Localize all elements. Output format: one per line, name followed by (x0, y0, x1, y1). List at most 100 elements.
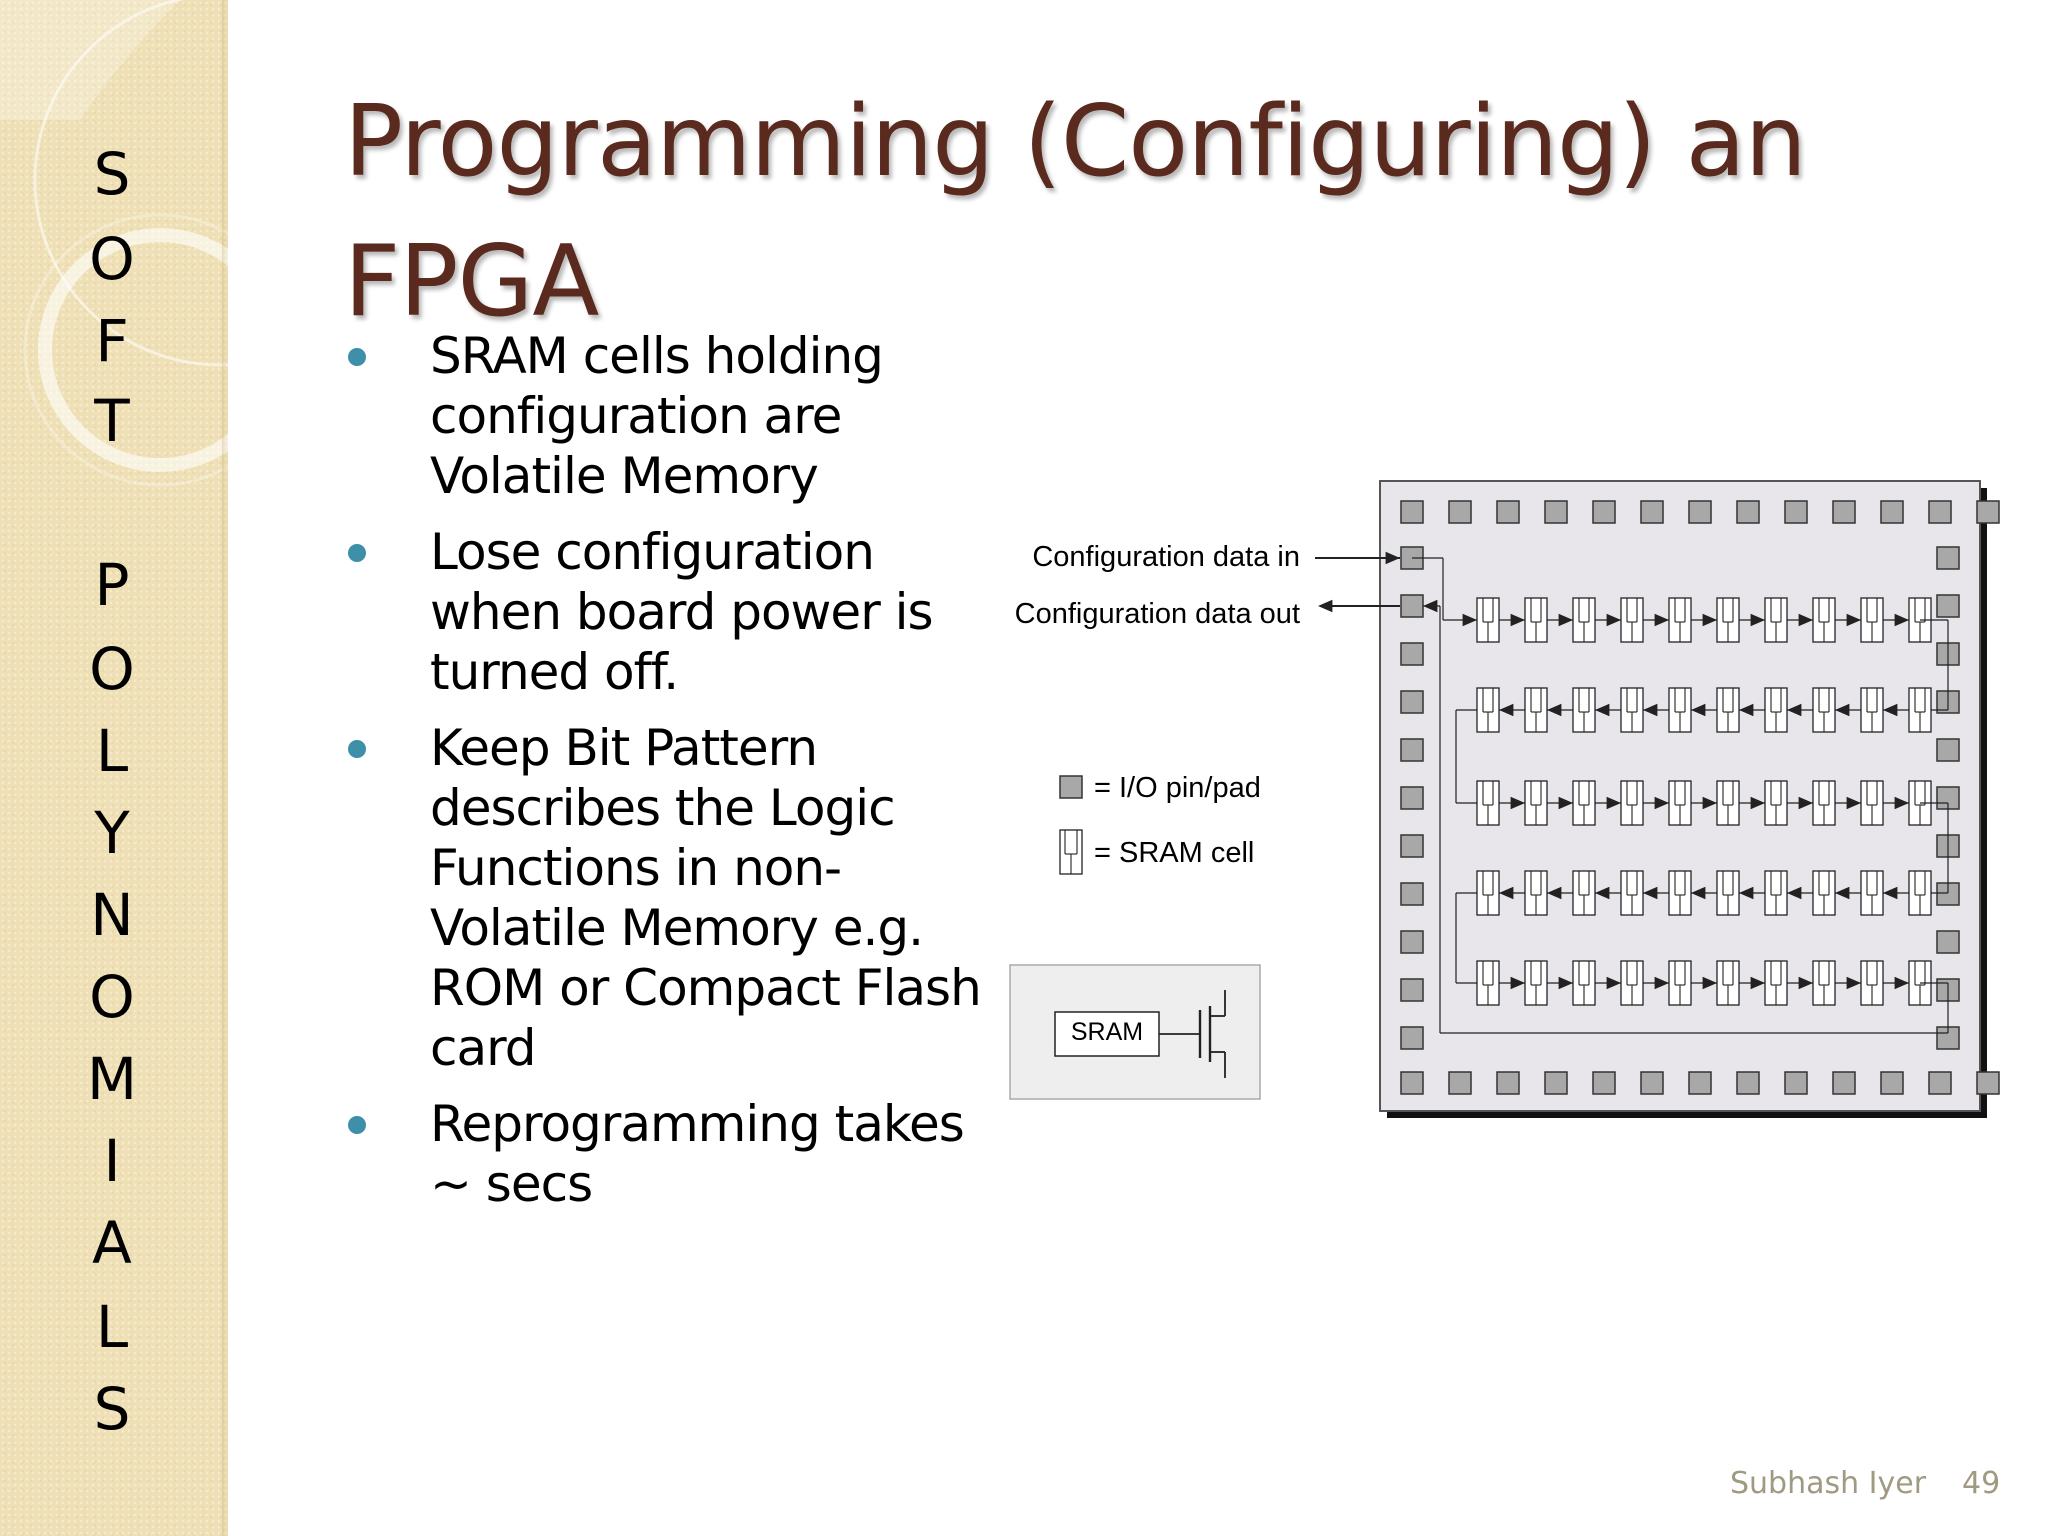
io-pad-top (1880, 500, 1904, 524)
sram-chain-arrow (1643, 703, 1658, 717)
sram-chain-arrow (1798, 976, 1813, 990)
sram-chain-arrow (1702, 796, 1717, 810)
sram-chain-arrow (1787, 703, 1802, 717)
sram-chain-arrow (1702, 613, 1717, 627)
sram-chain-arrow (1846, 613, 1861, 627)
sram-chain-arrow (1499, 886, 1514, 900)
io-pad-left (1400, 978, 1424, 1002)
sidebar-letter: I (103, 1127, 121, 1195)
sram-chain-arrow (1654, 976, 1669, 990)
bullet-item: Reprogramming takes ~ secs (330, 1094, 990, 1214)
io-pad-top (1832, 500, 1856, 524)
sram-chain-arrow (1787, 886, 1802, 900)
bullet-item: Keep Bit Pattern describes the Logic Fun… (330, 718, 990, 1078)
sram-chain-arrow (1606, 796, 1621, 810)
sram-chain-arrow (1846, 796, 1861, 810)
io-pad-top (1976, 500, 2000, 524)
config-data-out-label: Configuration data out (1015, 598, 1300, 630)
sidebar-letter: L (95, 1293, 129, 1361)
sidebar-letter: P (94, 551, 130, 619)
sidebar-letter: T (94, 387, 130, 455)
io-pad-top (1640, 500, 1664, 524)
sram-chain-arrow (1654, 613, 1669, 627)
sidebar-letter: F (95, 307, 129, 375)
sram-chain-arrow (1894, 613, 1909, 627)
bullet-list: SRAM cells holding configuration are Vol… (330, 326, 990, 1230)
io-pad-top (1784, 500, 1808, 524)
io-pad-bottom (1784, 1071, 1808, 1095)
sram-chain-arrow (1846, 976, 1861, 990)
slide-title: Programming (Configuring) an FPGA (344, 72, 1844, 352)
page-number: 49 (1962, 1466, 2001, 1501)
sram-chain-arrow (1894, 796, 1909, 810)
legend-io-label: = I/O pin/pad (1094, 772, 1261, 804)
config-data-in-label: Configuration data in (1032, 541, 1300, 573)
io-pad-left (1400, 1026, 1424, 1050)
io-pad-top (1448, 500, 1472, 524)
bullet-text: Lose configuration when board power is t… (430, 523, 934, 701)
sram-chain-arrow (1702, 976, 1717, 990)
io-pad-bottom (1592, 1071, 1616, 1095)
sram-chain-arrow (1750, 796, 1765, 810)
io-pad-top (1592, 500, 1616, 524)
io-pad-left (1400, 786, 1424, 810)
io-pad-bottom (1832, 1071, 1856, 1095)
sram-chain-arrow (1510, 796, 1525, 810)
legend-io-pad-icon (1059, 775, 1083, 799)
bullet-dot-icon (348, 740, 366, 758)
sram-chain-arrow (1510, 976, 1525, 990)
sram-chain-arrow (1835, 703, 1850, 717)
io-pad-bottom (1544, 1071, 1568, 1095)
io-pad-bottom (1400, 1071, 1424, 1095)
io-pad-left (1400, 594, 1424, 618)
sram-chain-arrow (1643, 886, 1658, 900)
sram-chain-arrow (1894, 976, 1909, 990)
io-pad-left (1400, 882, 1424, 906)
sidebar-letter: A (92, 1209, 132, 1277)
sram-chain-arrow (1835, 886, 1850, 900)
io-pad-top (1688, 500, 1712, 524)
config-out-arrow-head (1318, 599, 1333, 613)
io-pad-bottom (1448, 1071, 1472, 1095)
io-pad-bottom (1928, 1071, 1952, 1095)
io-pad-top (1496, 500, 1520, 524)
slide-title-line-1: Programming (Configuring) an (344, 85, 1807, 199)
io-pad-bottom (1688, 1071, 1712, 1095)
sram-chain-arrow (1691, 703, 1706, 717)
sidebar-letter: M (86, 1045, 138, 1113)
sram-chain-arrow (1558, 976, 1573, 990)
io-pad-left (1400, 642, 1424, 666)
sram-chain-arrow (1595, 703, 1610, 717)
sram-chain-arrow (1739, 703, 1754, 717)
sidebar-letter: O (89, 635, 135, 703)
sram-chain-arrow (1750, 976, 1765, 990)
sram-chain-arrow (1883, 703, 1898, 717)
io-pad-bottom (1976, 1071, 2000, 1095)
sram-chain-arrow (1798, 796, 1813, 810)
io-pad-left (1400, 690, 1424, 714)
io-pad-bottom (1496, 1071, 1520, 1095)
sram-chain-arrow (1606, 976, 1621, 990)
config-in-arrow-head (1385, 551, 1400, 565)
sram-box (1054, 1011, 1160, 1057)
bullet-dot-icon (348, 348, 366, 366)
bullet-text: Reprogramming takes ~ secs (430, 1095, 965, 1213)
bullet-text: SRAM cells holding configuration are Vol… (430, 327, 884, 505)
bullet-item: SRAM cells holding configuration are Vol… (330, 326, 990, 506)
sidebar-letter: Y (94, 799, 130, 867)
bullet-text: Keep Bit Pattern describes the Logic Fun… (430, 719, 982, 1077)
io-pad-left (1400, 738, 1424, 762)
sram-chain-arrow (1606, 613, 1621, 627)
bullet-dot-icon (348, 1116, 366, 1134)
io-pad-right (1936, 546, 1960, 570)
bullet-dot-icon (348, 544, 366, 562)
sram-chain-arrow (1691, 886, 1706, 900)
io-pad-top (1928, 500, 1952, 524)
sidebar-edge (222, 0, 228, 1536)
sram-chain-arrow (1547, 886, 1562, 900)
io-pad-bottom (1736, 1071, 1760, 1095)
io-pad-bottom (1880, 1071, 1904, 1095)
chain-return-arrow (1423, 599, 1438, 613)
io-pad-right (1936, 594, 1960, 618)
fpga-configuration-diagram: Configuration data in Configuration data… (1009, 480, 2000, 1118)
